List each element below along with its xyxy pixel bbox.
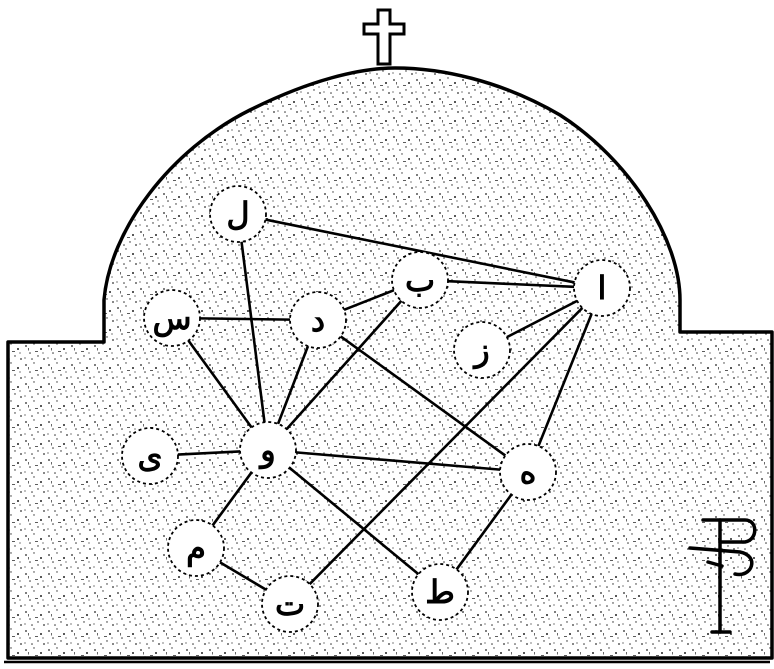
node-ba: ب xyxy=(392,252,448,308)
node-ta: ت xyxy=(262,576,318,632)
node-alif: ا xyxy=(574,260,630,316)
node-label: ا xyxy=(598,269,607,307)
node-label: و xyxy=(258,431,275,470)
node-label: ب xyxy=(405,261,435,299)
dome-shape xyxy=(8,68,772,658)
node-label: م xyxy=(186,529,206,568)
node-waw: و xyxy=(240,422,296,478)
cross-icon xyxy=(364,10,404,64)
node-lam: ل xyxy=(210,186,266,242)
node-label: ز xyxy=(472,331,489,370)
edge-sin-dal xyxy=(200,318,290,319)
node-label: س xyxy=(152,299,191,338)
node-label: ط xyxy=(425,573,455,611)
node-label: ه xyxy=(520,453,537,491)
node-tah: ط xyxy=(412,564,468,620)
node-ha: ه xyxy=(500,444,556,500)
node-label: ل xyxy=(226,195,249,233)
node-ya: ى xyxy=(122,428,178,484)
node-label: ى xyxy=(137,437,162,475)
node-mim: م xyxy=(168,520,224,576)
node-sin: س xyxy=(144,290,200,346)
node-label: ت xyxy=(275,585,305,623)
node-dal: د xyxy=(290,292,346,348)
node-zay: ز xyxy=(454,322,510,378)
node-label: د xyxy=(311,301,325,339)
